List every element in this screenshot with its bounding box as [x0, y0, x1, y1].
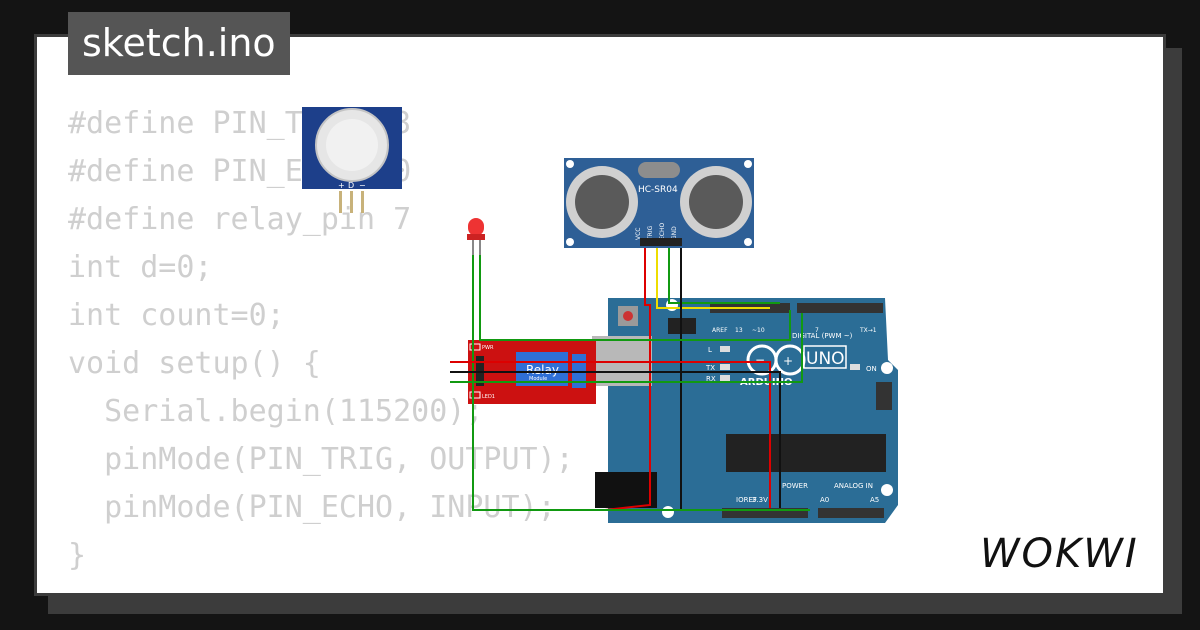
- pir-pin[interactable]: [361, 191, 364, 213]
- led-tx-label: TX: [705, 364, 715, 372]
- pir-pin-label: +: [338, 181, 345, 190]
- relay-label: Relay: [526, 363, 559, 377]
- ultrasonic-label: HC-SR04: [638, 185, 678, 195]
- pir-pin-label: D: [348, 181, 354, 190]
- power-header: [722, 508, 808, 518]
- wire-led-anode[interactable]: [479, 255, 791, 341]
- digital-label: DIGITAL (PWM ~): [792, 332, 853, 340]
- ultrasonic-sensor[interactable]: HC-SR04 VCC TRIG ECHO GND: [564, 158, 754, 248]
- circuit-diagram: DIGITAL (PWM ~) AREF 13 ~10 7 TX→1 − + A…: [450, 158, 898, 523]
- code-line: int count=0;: [68, 298, 285, 333]
- svg-text:−: −: [755, 353, 765, 367]
- led-tx: [720, 364, 730, 370]
- top-pin-label: 13: [735, 327, 743, 334]
- led-l-label: L: [708, 346, 712, 354]
- led-body: [468, 218, 484, 236]
- relay-pin-label: PWR: [482, 345, 494, 351]
- mount-hole: [881, 362, 893, 374]
- pir-pin[interactable]: [350, 191, 353, 213]
- red-led[interactable]: [467, 218, 485, 255]
- mount-hole: [662, 506, 674, 518]
- pir-pin[interactable]: [339, 191, 342, 213]
- wire-echo[interactable]: [668, 248, 780, 304]
- power-label: POWER: [782, 482, 808, 490]
- code-line: void setup() {: [68, 346, 321, 381]
- code-line: int d=0;: [68, 250, 213, 285]
- relay-pin-label: LED1: [482, 394, 495, 400]
- svg-text:+: +: [783, 354, 793, 368]
- ultrasonic-pin-label: ECHO: [659, 223, 666, 240]
- wokwi-logo[interactable]: WOKWI: [978, 525, 1150, 577]
- code-line: }: [68, 538, 87, 573]
- atmega-chip: [726, 434, 886, 472]
- ultrasonic-pin-label: VCC: [635, 228, 642, 240]
- wire-relay-gnd[interactable]: [450, 371, 781, 508]
- mount-hole: [666, 299, 678, 311]
- relay-coil: [516, 352, 568, 386]
- top-pin-label: ~10: [752, 327, 765, 334]
- uno-box: [803, 345, 847, 369]
- mount-hole: [881, 484, 893, 496]
- analog-pin-label: A0: [820, 496, 829, 504]
- pir-pin-label: −: [359, 181, 366, 190]
- wokwi-logo-text: WOKWI: [980, 531, 1139, 577]
- pir-sensor[interactable]: + D −: [300, 105, 404, 215]
- relay-sublabel: Module: [529, 376, 547, 382]
- top-pin-label: AREF: [712, 327, 728, 334]
- wires: [450, 248, 810, 511]
- top-pin-label: TX→1: [859, 327, 877, 334]
- led-rx-label: RX: [706, 375, 716, 383]
- file-name-tab[interactable]: sketch.ino: [68, 12, 290, 75]
- wire-trig[interactable]: [656, 248, 770, 309]
- power-pin-label: 3.3V: [752, 496, 768, 504]
- led-l: [720, 346, 730, 352]
- analog-header: [818, 508, 884, 518]
- digital-header-right: [797, 303, 883, 313]
- led-on: [850, 364, 860, 370]
- code-line: pinMode(PIN_TRIG, OUTPUT);: [68, 442, 574, 477]
- led-on-label: ON: [866, 365, 877, 373]
- code-line: Serial.begin(115200);: [68, 394, 484, 429]
- analog-label: ANALOG IN: [834, 482, 873, 490]
- top-pin-label: 7: [815, 327, 819, 334]
- code-line: pinMode(PIN_ECHO, INPUT);: [68, 490, 556, 525]
- wire-relay-vcc[interactable]: [450, 361, 771, 508]
- wire-vcc[interactable]: [604, 248, 651, 511]
- wire-relay-signal[interactable]: [450, 313, 803, 383]
- arduino-uno-board[interactable]: DIGITAL (PWM ~) AREF 13 ~10 7 TX→1 − + A…: [592, 298, 898, 523]
- ultrasonic-pin-label: GND: [671, 226, 678, 240]
- wire-led-cathode[interactable]: [472, 255, 810, 511]
- ultrasonic-pin-label: TRIG: [647, 225, 654, 241]
- code-line: #define relay_pin 7: [68, 202, 412, 237]
- power-pin-label: IOREF: [736, 496, 757, 504]
- uno-logo: UNO: [806, 349, 845, 369]
- led-rx: [720, 375, 730, 381]
- ultrasonic-pin-header: [640, 238, 682, 246]
- dc-power-jack[interactable]: [595, 472, 657, 508]
- analog-pin-label: A5: [870, 496, 879, 504]
- icsp2-header: [876, 382, 892, 410]
- crystal: [638, 162, 680, 178]
